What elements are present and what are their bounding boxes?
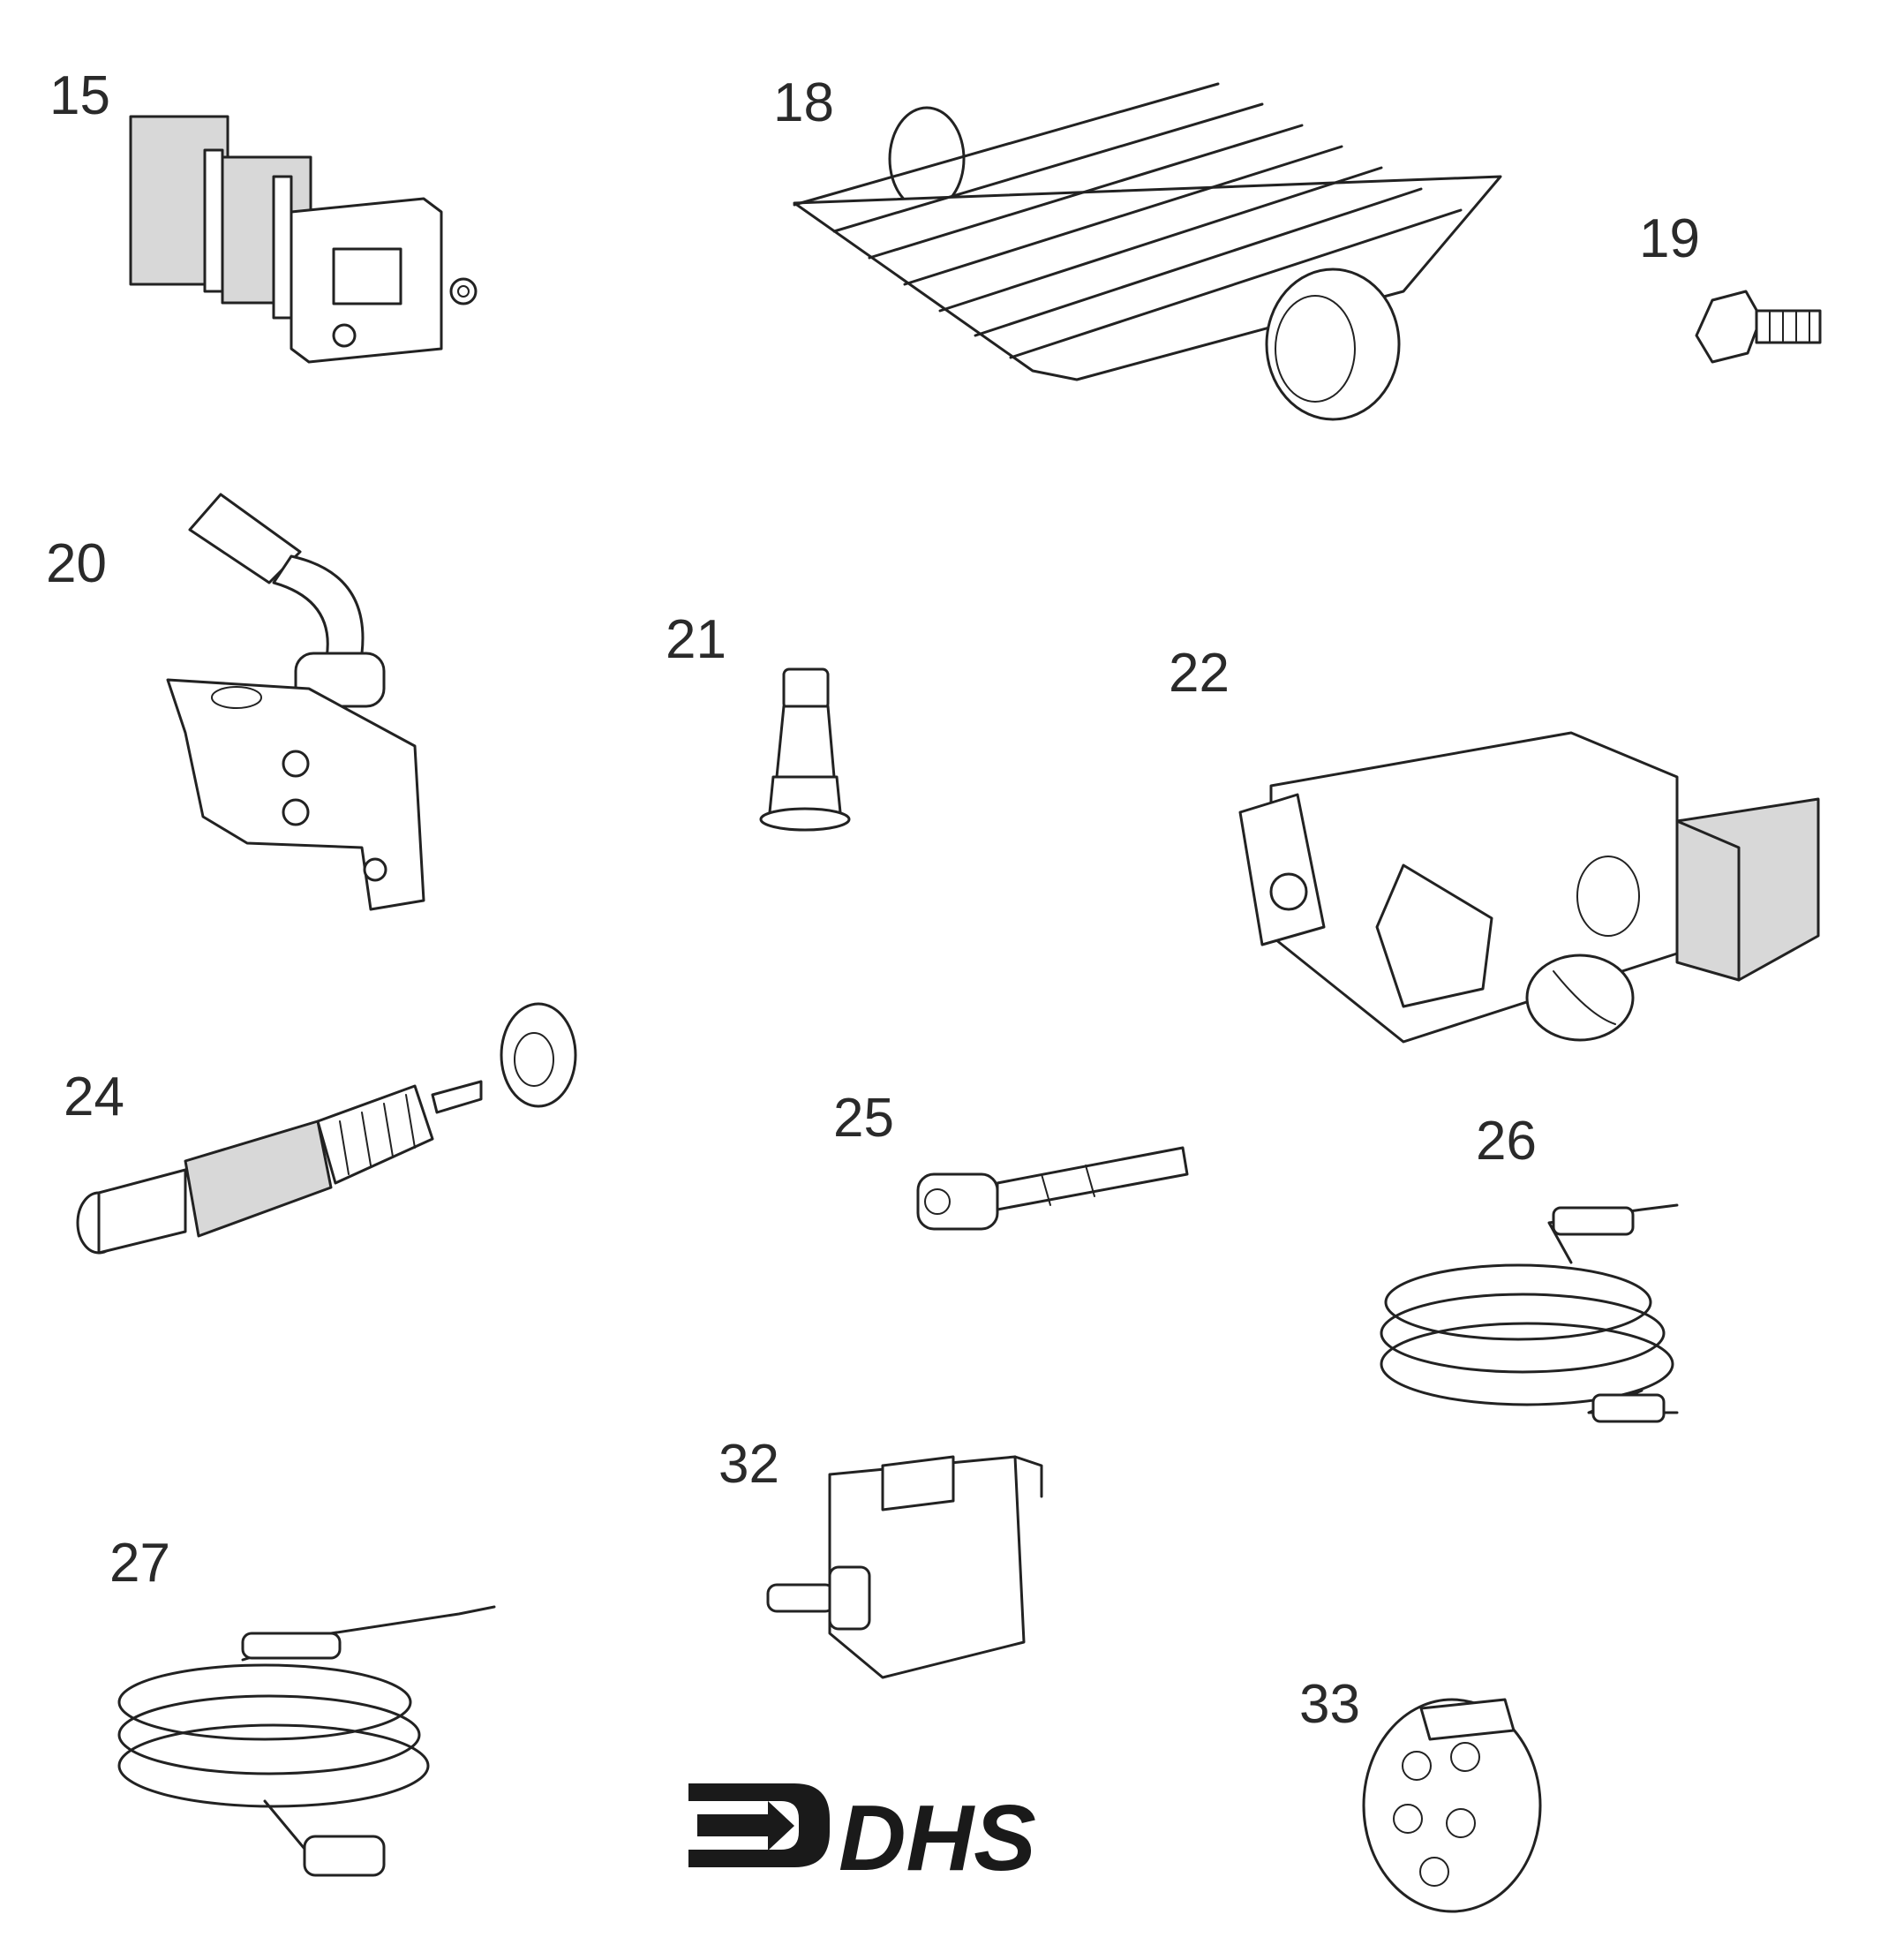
part-label-19: 19 — [1639, 208, 1700, 269]
part-label-22: 22 — [1169, 643, 1230, 704]
part-33-control-knob — [1362, 1698, 1542, 1913]
part-label-18: 18 — [773, 72, 834, 133]
part-22-gas-valve — [1238, 731, 1820, 1044]
part-20-pilot-burner — [166, 493, 425, 911]
part-19-nozzle — [1695, 290, 1822, 364]
part-label-15: 15 — [49, 65, 110, 126]
part-label-32: 32 — [718, 1434, 779, 1495]
part-24-interrupter — [76, 1002, 577, 1255]
logo-text: DHS — [839, 1786, 1036, 1890]
part-15-gasket-set — [129, 115, 478, 364]
part-label-33: 33 — [1299, 1674, 1360, 1735]
dhs-logo: DHS — [688, 1783, 1036, 1890]
part-27-thermocouple — [117, 1605, 496, 1877]
part-25-pin — [916, 1146, 1189, 1231]
part-label-27: 27 — [109, 1533, 170, 1594]
part-label-21: 21 — [666, 609, 726, 670]
part-21-electrode — [759, 667, 851, 832]
part-label-20: 20 — [46, 533, 107, 594]
part-26-cable — [1380, 1203, 1679, 1423]
part-32-switch — [766, 1455, 1043, 1679]
part-label-25: 25 — [833, 1088, 894, 1149]
part-label-26: 26 — [1476, 1111, 1537, 1172]
part-18-burner — [793, 82, 1502, 421]
part-label-24: 24 — [64, 1067, 124, 1127]
